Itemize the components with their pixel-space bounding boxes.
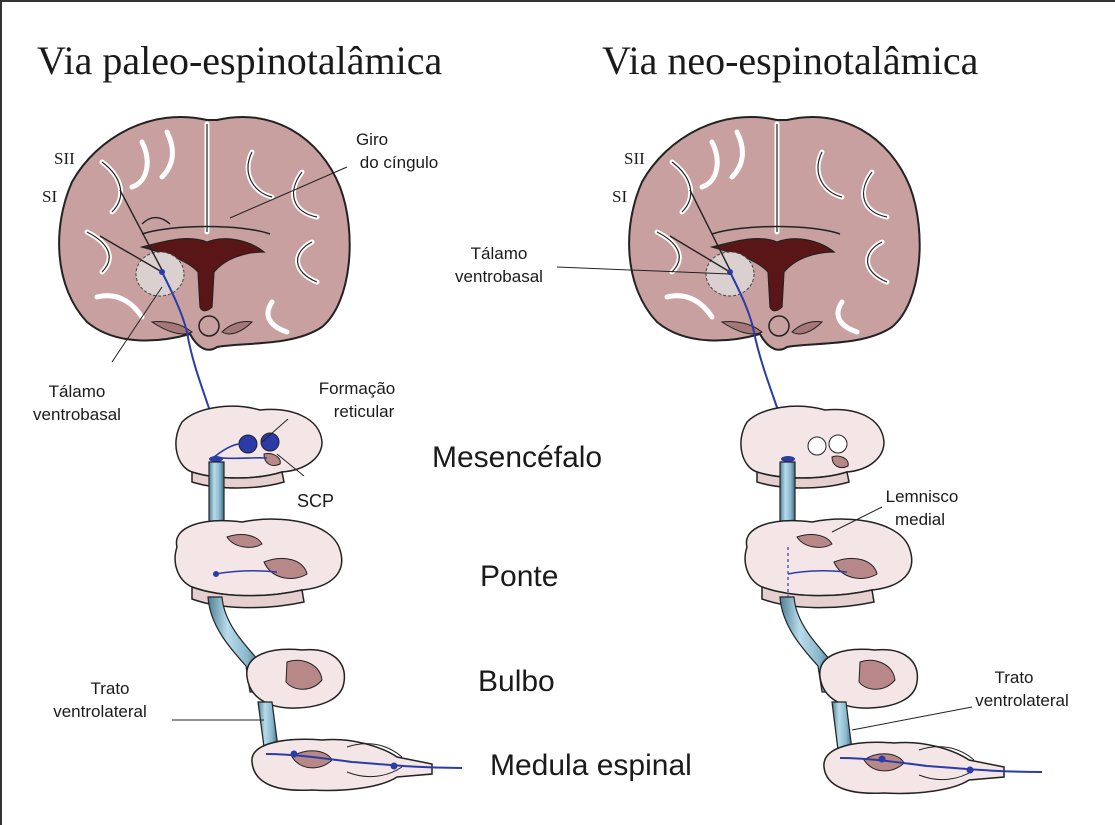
label-left-trato-line1: Trato bbox=[90, 679, 129, 698]
label-giro-line2: do cíngulo bbox=[360, 153, 438, 172]
left-tract-spot-mesencephalon bbox=[209, 456, 223, 462]
left-mesencephalon bbox=[176, 406, 322, 488]
left-medulla bbox=[247, 649, 345, 708]
label-right-talamo-line1: Tálamo bbox=[471, 244, 528, 263]
label-right-trato-line1: Trato bbox=[994, 668, 1033, 687]
right-spinal-neuron-a bbox=[879, 756, 886, 763]
title-paleo: Via paleo-espinotalâmica bbox=[37, 38, 442, 83]
label-right-talamo-line2: ventrobasal bbox=[455, 267, 543, 286]
right-brain-section bbox=[629, 117, 920, 350]
left-reticular-formation-b bbox=[261, 433, 279, 451]
label-mesencefalo: Mesencéfalo bbox=[432, 441, 602, 474]
label-giro-line1: Giro bbox=[356, 130, 388, 149]
left-brain-outline bbox=[59, 117, 350, 350]
right-midbrain-circle-b bbox=[829, 435, 847, 453]
left-spinal-neuron-a bbox=[291, 751, 298, 758]
title-neo: Via neo-espinotalâmica bbox=[602, 38, 979, 83]
label-formacao-line2: reticular bbox=[334, 402, 395, 421]
left-column-3 bbox=[258, 702, 278, 747]
label-ponte: Ponte bbox=[480, 560, 558, 593]
left-spinal-cord-slab bbox=[252, 739, 432, 790]
left-thalamus-neuron bbox=[159, 269, 165, 275]
label-bulbo: Bulbo bbox=[478, 665, 555, 698]
label-left-trato-line2: ventrolateral bbox=[53, 702, 147, 721]
label-left-sii: SII bbox=[54, 149, 75, 168]
right-brain-outline bbox=[629, 117, 920, 350]
left-spinal-cord bbox=[252, 739, 462, 790]
neo-pathway bbox=[557, 117, 1042, 793]
left-pons-slab bbox=[175, 519, 342, 596]
label-left-talamo-line1: Tálamo bbox=[49, 382, 106, 401]
left-brainstem-top bbox=[199, 316, 219, 336]
left-brain-section bbox=[59, 117, 350, 350]
label-right-si: SI bbox=[612, 187, 627, 206]
label-left-si: SI bbox=[42, 187, 57, 206]
label-lemnisco-line2: medial bbox=[895, 510, 945, 529]
right-spinal-cord-slab bbox=[824, 742, 1004, 793]
left-pons-neuron bbox=[213, 571, 219, 577]
label-lemnisco-line1: Lemnisco bbox=[886, 487, 959, 506]
left-pons bbox=[175, 519, 342, 608]
right-pons bbox=[745, 519, 912, 608]
label-formacao-line1: Formação bbox=[319, 379, 396, 398]
right-mesencephalon bbox=[741, 406, 884, 488]
right-tract-spot-mesencephalon bbox=[781, 456, 795, 462]
label-medula: Medula espinal bbox=[490, 749, 692, 782]
right-medulla bbox=[820, 649, 918, 708]
right-spinal-cord bbox=[824, 742, 1042, 793]
right-midbrain-circle-a bbox=[808, 437, 826, 455]
left-spinal-neuron-b bbox=[391, 763, 398, 770]
label-right-sii: SII bbox=[624, 149, 645, 168]
label-right-trato-line2: ventrolateral bbox=[975, 691, 1069, 710]
right-pons-slab bbox=[745, 519, 912, 596]
right-spinal-neuron-b bbox=[967, 767, 974, 774]
right-column-3 bbox=[832, 702, 852, 750]
label-left-talamo-line2: ventrobasal bbox=[33, 405, 121, 424]
label-scp: SCP bbox=[297, 491, 334, 511]
right-brainstem-top bbox=[769, 316, 789, 336]
